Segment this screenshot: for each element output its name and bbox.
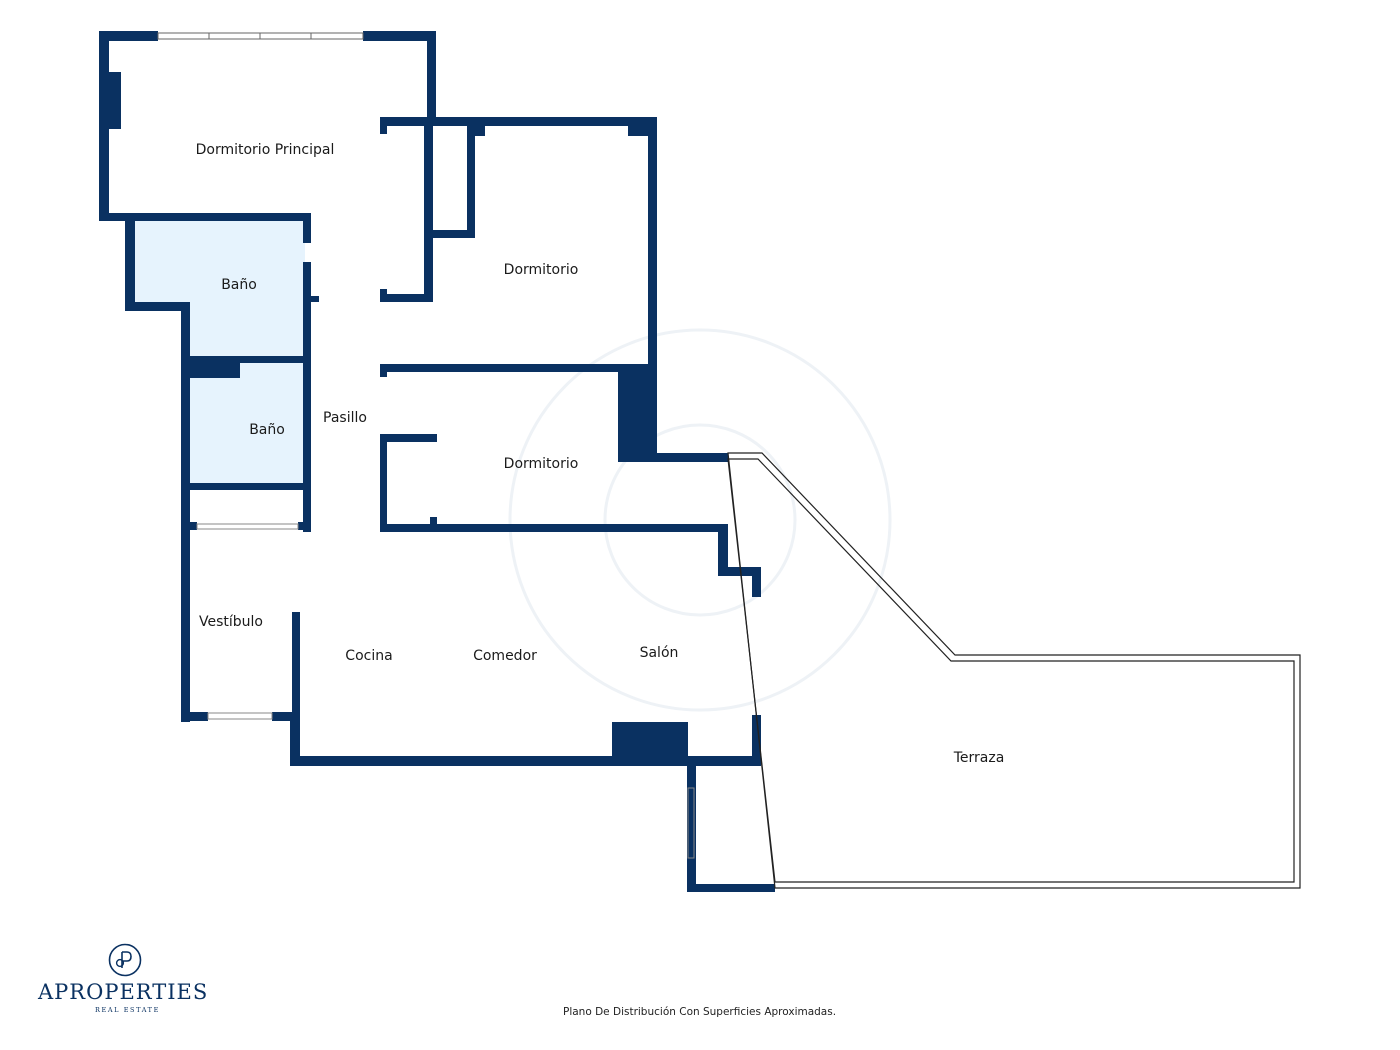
label-master-bedroom: Dormitorio Principal xyxy=(196,142,335,158)
label-vestibule: Vestíbulo xyxy=(199,614,263,630)
label-terrace: Terraza xyxy=(953,750,1005,766)
label-hallway: Pasillo xyxy=(323,410,367,426)
brand-wordmark: APROPERTIES xyxy=(38,980,209,1004)
bathroom-1-floor xyxy=(135,221,305,303)
bathroom-2-walls xyxy=(190,483,310,530)
label-kitchen: Cocina xyxy=(345,648,392,664)
brand-subtitle: REAL ESTATE xyxy=(95,1006,160,1014)
terrace-walls xyxy=(687,452,1301,892)
living-area-walls xyxy=(290,524,761,766)
bathroom-1-walls xyxy=(125,213,319,722)
bathroom-1-floor-lower xyxy=(190,300,305,357)
bedroom-1-walls xyxy=(380,117,657,462)
window-top xyxy=(157,32,364,40)
label-bedroom-1: Dormitorio xyxy=(504,262,579,278)
label-living-room: Salón xyxy=(640,645,679,661)
label-bedroom-2: Dormitorio xyxy=(504,456,579,472)
bedroom-2-walls xyxy=(380,364,728,532)
plan-disclaimer: Plano De Distribución Con Superficies Ap… xyxy=(563,1006,837,1018)
bathroom-2-floor xyxy=(190,363,305,483)
ap-monogram-icon xyxy=(108,943,142,977)
master-bedroom-walls xyxy=(99,31,436,243)
vestibule-walls xyxy=(181,612,300,722)
label-bathroom-2: Baño xyxy=(249,422,285,438)
watermark xyxy=(508,328,892,712)
label-bathroom-1: Baño xyxy=(221,277,257,293)
door-vestibule xyxy=(196,523,299,720)
label-dining-room: Comedor xyxy=(473,648,537,664)
